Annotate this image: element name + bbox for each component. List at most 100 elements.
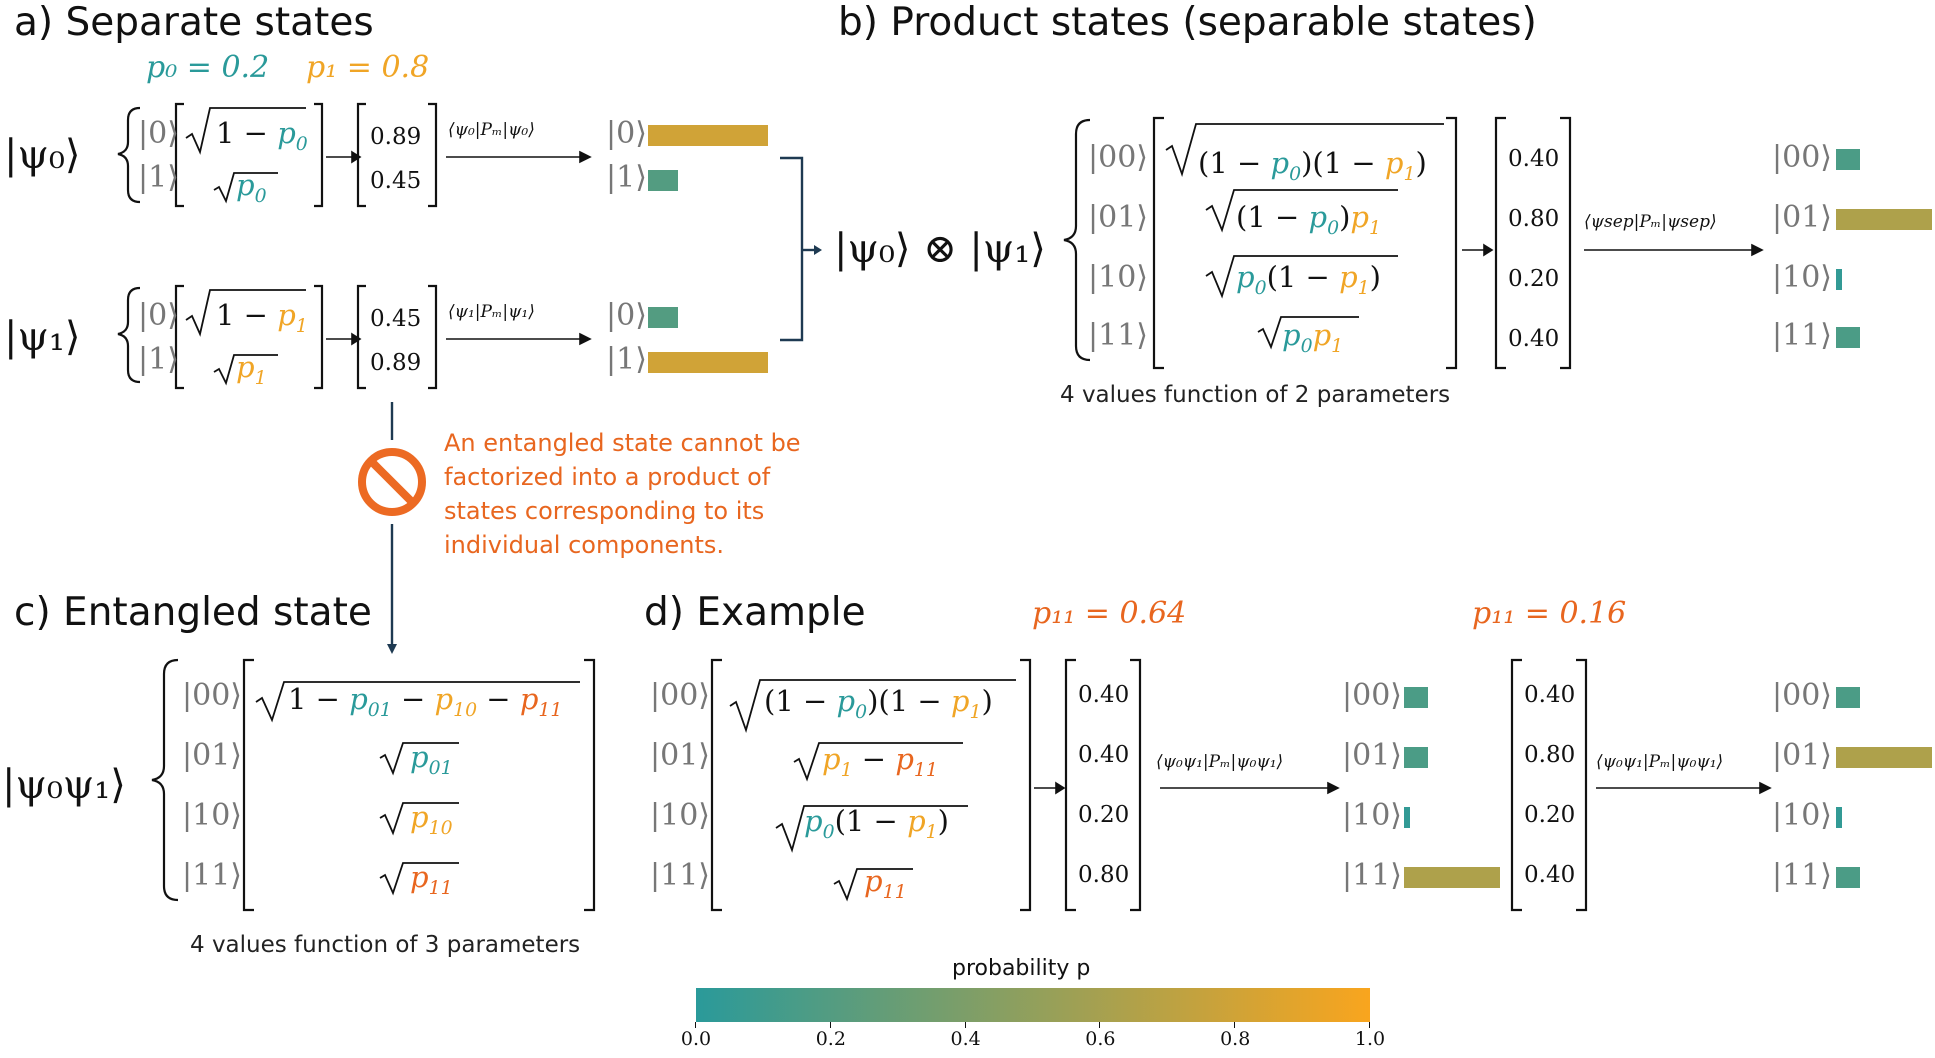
amp-b-1: 0.80 xyxy=(1508,206,1560,232)
prob-bar xyxy=(1404,747,1428,768)
ket-b-10: |10⟩ xyxy=(1088,260,1148,295)
brace-psi0 xyxy=(117,106,141,204)
operator-psi1: ⟨ψ₁|Pₘ|ψ₁⟩ xyxy=(448,302,535,322)
prob-bar xyxy=(1836,149,1860,170)
prob-bar xyxy=(1836,269,1842,290)
ket-b-out-11: |11⟩ xyxy=(1772,318,1832,353)
ket-a1-0: |0⟩ xyxy=(138,298,179,333)
state-product: |ψ₀⟩ ⊗ |ψ₁⟩ xyxy=(834,226,1046,272)
ket-b-out-01: |01⟩ xyxy=(1772,200,1832,235)
ket-b-00: |00⟩ xyxy=(1088,140,1148,175)
param-p11-first: p₁₁ = 0.64 xyxy=(1032,596,1187,631)
bracket-psi0-vals-left xyxy=(356,102,366,208)
bracket-example2-vals-right xyxy=(1576,658,1588,912)
bracket-psi1-vals-right xyxy=(428,284,438,390)
prohibited-icon xyxy=(358,448,426,516)
panel-b-title: b) Product states (separable states) xyxy=(838,0,1537,45)
amp-expr-c-10: p10 xyxy=(410,800,453,839)
operator-example-2: ⟨ψ₀ψ₁|Pₘ|ψ₀ψ₁⟩ xyxy=(1596,752,1724,772)
bracket-psi1-vals-left xyxy=(356,284,366,390)
ket-d1-out-01: |01⟩ xyxy=(1342,738,1402,773)
amp-d2-0: 0.40 xyxy=(1524,682,1576,708)
amp-psi0-0: 0.89 xyxy=(370,124,422,150)
ket-d-01: |01⟩ xyxy=(650,738,710,773)
panel-c-title: c) Entangled state xyxy=(14,590,372,635)
amp-expr-c-11: p11 xyxy=(410,860,453,899)
prob-bar xyxy=(648,352,768,373)
colorbar-tick-mark xyxy=(1099,1022,1101,1028)
ket-d1-out-10: |10⟩ xyxy=(1342,798,1402,833)
ket-d-00: |00⟩ xyxy=(650,678,710,713)
amp-d1-2: 0.20 xyxy=(1078,802,1130,828)
bracket-entangled-right xyxy=(584,658,596,912)
amp-b-3: 0.40 xyxy=(1508,326,1560,352)
brace-entangled xyxy=(151,658,179,902)
amp-d1-1: 0.40 xyxy=(1078,742,1130,768)
prob-bar xyxy=(648,125,768,146)
ket-d1-out-11: |11⟩ xyxy=(1342,858,1402,893)
state-psi1: |ψ₁⟩ xyxy=(4,314,81,360)
amp-expr-d-01: p1 − p11 xyxy=(822,742,938,781)
ket-b-out-10: |10⟩ xyxy=(1772,260,1832,295)
bracket-product-vals-left xyxy=(1494,116,1506,370)
panel-a-title: a) Separate states xyxy=(14,0,374,45)
amp-psi1-0: 0.45 xyxy=(370,306,422,332)
amp-expr-b-11: p0p1 xyxy=(1282,318,1344,357)
param-p11-second: p₁₁ = 0.16 xyxy=(1472,596,1627,631)
amp-expr-d-10: p0(1 − p1) xyxy=(804,804,949,843)
colorbar xyxy=(696,988,1370,1022)
ket-d2-out-11: |11⟩ xyxy=(1772,858,1832,893)
operator-example-1: ⟨ψ₀ψ₁|Pₘ|ψ₀ψ₁⟩ xyxy=(1156,752,1284,772)
ket-b-01: |01⟩ xyxy=(1088,200,1148,235)
amp-expr-psi0-0: 1 − p0 xyxy=(216,116,308,155)
ket-c-10: |10⟩ xyxy=(182,798,242,833)
colorbar-tick-mark xyxy=(1369,1022,1370,1028)
amp-d2-2: 0.20 xyxy=(1524,802,1576,828)
ket-a0-out-0: |0⟩ xyxy=(606,116,647,151)
amp-expr-b-01: (1 − p0)p1 xyxy=(1236,200,1381,239)
colorbar-tick-label: 0.8 xyxy=(1220,1028,1251,1050)
bracket-psi1-right xyxy=(314,284,324,390)
operator-psi0: ⟨ψ₀|Pₘ|ψ₀⟩ xyxy=(448,120,535,140)
colorbar-tick-mark xyxy=(1234,1022,1236,1028)
ket-d2-out-10: |10⟩ xyxy=(1772,798,1832,833)
amp-b-2: 0.20 xyxy=(1508,266,1560,292)
prob-bar xyxy=(1836,687,1860,708)
bracket-example2-vals-left xyxy=(1510,658,1522,912)
connector-product xyxy=(780,156,804,342)
bracket-product-vals-right xyxy=(1560,116,1572,370)
prob-bar xyxy=(1836,327,1860,348)
entangled-warning: An entangled state cannot be factorized … xyxy=(444,429,801,559)
ket-a1-out-0: |0⟩ xyxy=(606,298,647,333)
amp-expr-c-01: p01 xyxy=(410,740,453,779)
state-psi0: |ψ₀⟩ xyxy=(4,132,81,178)
prob-bar xyxy=(648,307,678,328)
amp-expr-psi1-1: p1 xyxy=(236,350,267,389)
ket-d-11: |11⟩ xyxy=(650,858,710,893)
prob-bar xyxy=(648,170,678,191)
colorbar-tick-label: 0.6 xyxy=(1085,1028,1116,1050)
amp-expr-b-10: p0(1 − p1) xyxy=(1236,260,1381,299)
amp-expr-d-00: (1 − p0)(1 − p1) xyxy=(764,684,993,723)
prob-bar xyxy=(1404,807,1410,828)
amp-d2-1: 0.80 xyxy=(1524,742,1576,768)
amp-expr-c-00: 1 − p01 − p10 − p11 xyxy=(288,682,563,721)
ket-b-11: |11⟩ xyxy=(1088,318,1148,353)
amp-expr-b-00: (1 − p0)(1 − p1) xyxy=(1198,146,1427,185)
amp-d2-3: 0.40 xyxy=(1524,862,1576,888)
ket-a1-out-1: |1⟩ xyxy=(606,342,647,377)
colorbar-tick-mark xyxy=(695,1022,696,1028)
ket-a0-1: |1⟩ xyxy=(138,160,179,195)
ket-c-01: |01⟩ xyxy=(182,738,242,773)
ket-d1-out-00: |00⟩ xyxy=(1342,678,1402,713)
bracket-entangled-left xyxy=(242,658,254,912)
amp-d1-3: 0.80 xyxy=(1078,862,1130,888)
amp-psi0-1: 0.45 xyxy=(370,168,422,194)
prob-bar xyxy=(1836,867,1860,888)
amp-expr-psi0-1: p0 xyxy=(236,168,267,207)
amp-d1-0: 0.40 xyxy=(1078,682,1130,708)
bracket-psi0-left xyxy=(174,102,184,208)
state-entangled: |ψ₀ψ₁⟩ xyxy=(2,762,126,808)
product-caption: 4 values function of 2 parameters xyxy=(1060,382,1451,408)
